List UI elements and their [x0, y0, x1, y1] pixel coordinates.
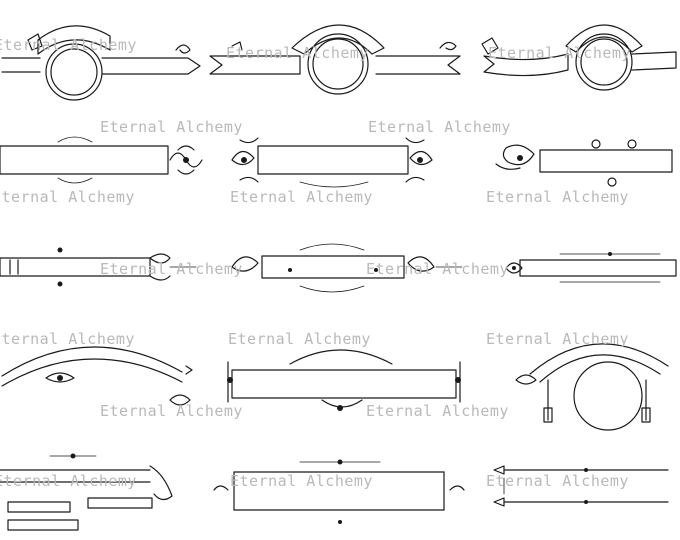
- watermark: Eternal Alchemy: [0, 36, 137, 54]
- ornate-bar-row2-1: [0, 136, 203, 184]
- watermark: Eternal Alchemy: [226, 44, 369, 62]
- ornate-bar-row3-1: [0, 247, 197, 287]
- watermark: Eternal Alchemy: [0, 330, 135, 348]
- watermark: Eternal Alchemy: [486, 330, 629, 348]
- ornate-frame: [227, 349, 461, 411]
- watermark: Eternal Alchemy: [100, 260, 243, 278]
- watermark: Eternal Alchemy: [100, 402, 243, 420]
- watermark: Eternal Alchemy: [228, 330, 371, 348]
- watermark: Eternal Alchemy: [488, 44, 631, 62]
- ornate-bar-row2-2: [231, 137, 433, 188]
- scroll-bars: [0, 453, 173, 531]
- ornate-bar-pair-1: [213, 459, 465, 524]
- ribbon-medallion-3: [481, 24, 677, 91]
- watermark: Eternal Alchemy: [230, 472, 373, 490]
- watermark: Eternal Alchemy: [368, 118, 511, 136]
- watermark: Eternal Alchemy: [0, 472, 137, 490]
- watermark: Eternal Alchemy: [366, 260, 509, 278]
- ornate-bar-row3-3: [505, 252, 677, 283]
- watermark: Eternal Alchemy: [486, 472, 629, 490]
- ribbon-medallion-2: [209, 24, 461, 95]
- arched-medallion: [515, 343, 669, 431]
- watermark: Eternal Alchemy: [100, 118, 243, 136]
- ornate-bar-pair-2: [493, 465, 669, 507]
- watermark: Eternal Alchemy: [366, 402, 509, 420]
- watermark: Eternal Alchemy: [0, 188, 135, 206]
- watermark: Eternal Alchemy: [230, 188, 373, 206]
- arched-banner: [1, 346, 193, 406]
- watermark: Eternal Alchemy: [486, 188, 629, 206]
- ornate-bar-row3-2: [231, 243, 463, 293]
- ribbon-medallion-1: [1, 25, 201, 101]
- ornate-bar-row2-3: [495, 139, 673, 187]
